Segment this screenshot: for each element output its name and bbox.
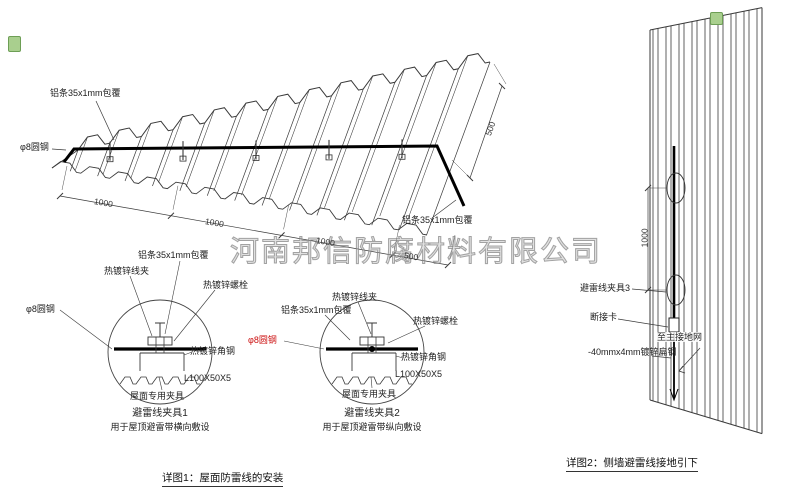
detail1-label-wire-clamp: 热镀锌线夹 (104, 266, 150, 276)
detail2-label-strip: 铝条35x1mm包覆 (281, 305, 352, 315)
wall-drawing (617, 7, 763, 435)
detail1-label-angle-spec: L100X50X5 (184, 373, 232, 383)
detail1-label-angle-steel: 热镀锌角钢 (190, 346, 236, 356)
detail2-label-angle-spec: L100X50X5 (395, 369, 443, 379)
detail2-leaders (283, 301, 426, 389)
wall-label-disconnect: 断接卡 (590, 312, 618, 322)
detail2-label-round-steel: φ8圆钢 (248, 335, 277, 345)
stamp-marker-right (710, 12, 723, 25)
detail1-label-bolt: 热镀锌螺栓 (203, 280, 249, 290)
detail1-subtitle: 用于屋顶避雷带横向敷设 (110, 422, 210, 432)
roof-label-aluminum-strip-top: 铝条35x1mm包覆 (50, 88, 121, 98)
detail2-label-wire-clamp: 热镀锌线夹 (332, 292, 378, 302)
roof-drawing (51, 53, 491, 236)
stamp-marker-left (8, 36, 21, 52)
roof-label-aluminum-strip-right: 铝条35x1mm包覆 (402, 215, 473, 225)
wall-label-clamp3: 避雷线夹具3 (580, 283, 631, 293)
detail1-label-round-steel: φ8圆钢 (26, 304, 55, 314)
detail1-title: 避雷线夹具1 (132, 408, 188, 419)
detail1-label-strip: 铝条35x1mm包覆 (138, 250, 209, 260)
detail2-label-roof-clamp: 屋面专用夹具 (342, 389, 397, 399)
detail2-title: 避雷线夹具2 (344, 408, 400, 419)
wall-dim-1000: 1000 (639, 228, 650, 248)
detail2-drawing (319, 299, 425, 405)
detail2-label-bolt: 热镀锌螺栓 (413, 316, 459, 326)
detail1-leaders (59, 260, 216, 391)
detail2-label-angle-steel: 热镀锌角钢 (401, 352, 447, 362)
roof-leaders (51, 100, 457, 219)
wall-label-flat-steel: -40mmx4mm镀锌扁钢 (588, 347, 677, 357)
detail1-drawing (107, 299, 213, 405)
roof-dimensions (56, 63, 507, 269)
caption-detail2: 详图2：侧墙避雷线接地引下 (566, 455, 698, 472)
wall-label-to-ground: 至主接地网 (656, 332, 704, 343)
caption-detail1: 详图1：屋面防雷线的安装 (162, 470, 284, 487)
detail2-subtitle: 用于屋顶避雷带纵向敷设 (322, 422, 422, 432)
roof-label-round-steel: φ8圆钢 (20, 142, 49, 152)
detail1-label-roof-clamp: 屋面专用夹具 (130, 391, 185, 401)
